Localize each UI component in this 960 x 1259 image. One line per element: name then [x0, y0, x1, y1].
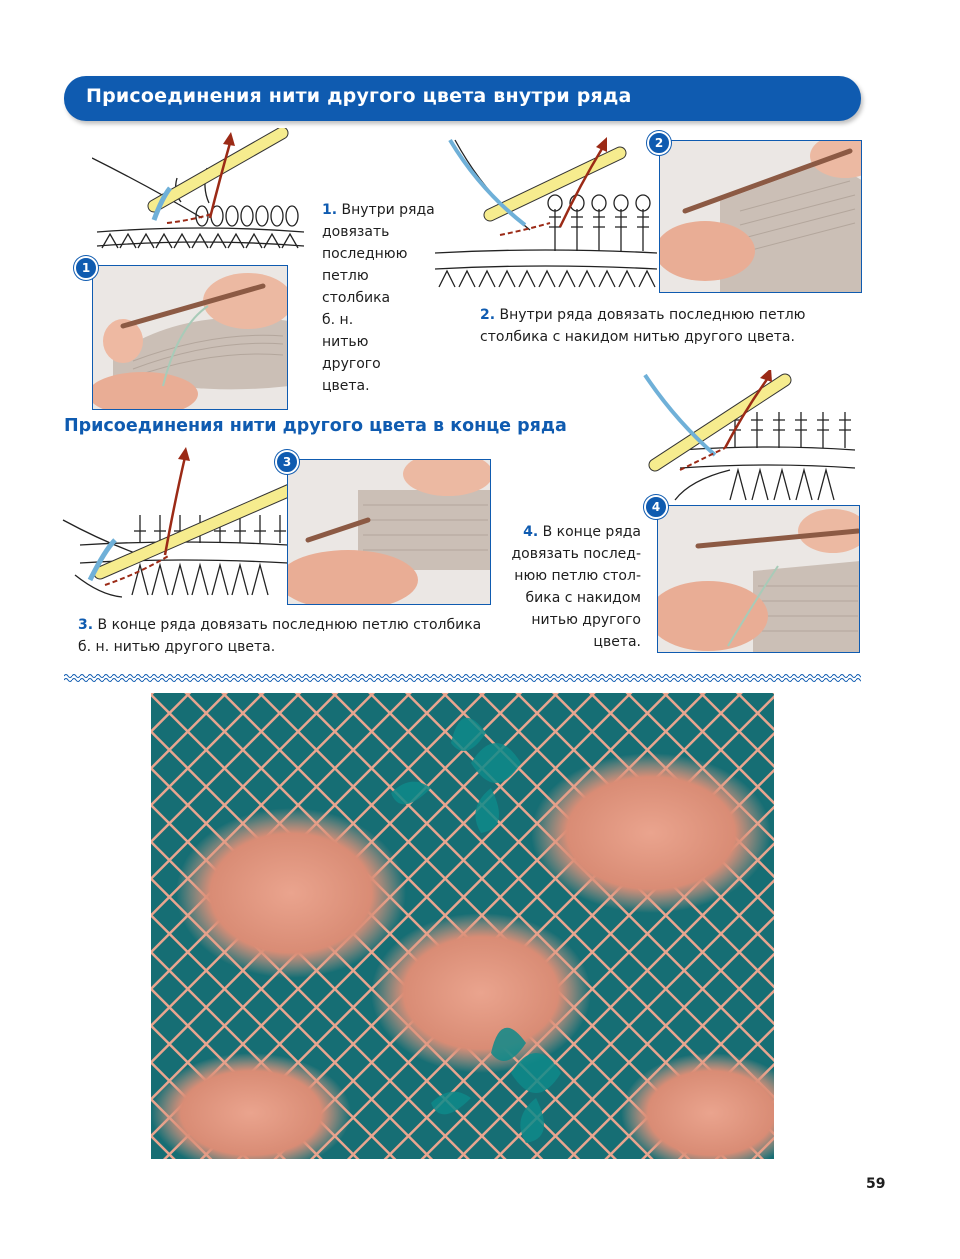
stitch-diagram-2 [435, 137, 658, 288]
step-1-line-1: 1. Внутри ряда [322, 202, 435, 218]
step-4-number: 4. [523, 524, 539, 540]
arrow-up-icon [208, 142, 232, 219]
lace-photo [151, 693, 774, 1159]
photo-step-3 [287, 459, 491, 605]
step-1-number: 1. [322, 202, 338, 218]
photo-step-2 [659, 140, 862, 293]
step-badge-4: 4 [644, 495, 668, 519]
step-1-line-8: другого [322, 356, 381, 372]
arrow-up-icon [723, 377, 770, 449]
step-4-line-6: цвета. [593, 634, 641, 650]
section-title: Присоединения нити другого цвета внутри … [86, 85, 632, 107]
step-badge-2: 2 [647, 131, 671, 155]
page-number: 59 [866, 1176, 886, 1192]
arrow-up-icon [163, 456, 187, 556]
step-2-line-1: 2. Внутри ряда довязать последнюю петлю [480, 307, 806, 323]
photo-step-1 [92, 265, 288, 410]
step-2-number: 2. [480, 307, 496, 323]
step-1-line-9: цвета. [322, 378, 370, 394]
step-3-line-1: 3. В конце ряда довязать последнюю петлю… [78, 617, 482, 633]
step-1-line-4: петлю [322, 268, 369, 284]
arrow-up-icon [558, 146, 605, 228]
section-banner: Присоединения нити другого цвета внутри … [64, 76, 861, 121]
step-3-caption: 3. В конце ряда довязать последнюю петлю… [78, 614, 481, 658]
stitch-diagram-1 [92, 128, 305, 249]
stitch-diagram-3 [62, 447, 290, 598]
subsection-title: Присоединения нити другого цвета в конце… [64, 416, 567, 436]
step-1-line-7: нитью [322, 334, 369, 350]
step-1-caption: 1. Внутри ряда довязать последнюю петлю … [322, 199, 435, 397]
photo-step-4 [657, 505, 860, 653]
step-3-number: 3. [78, 617, 94, 633]
wavy-divider-icon [64, 673, 861, 683]
step-badge-3: 3 [275, 450, 299, 474]
step-4-caption: 4. В конце ряда довязать послед- нюю пет… [505, 521, 641, 653]
step-badge-1: 1 [74, 256, 98, 280]
stitch-diagram-4 [643, 370, 856, 501]
step-4-line-1: 4. В конце ряда [523, 524, 641, 540]
step-1-line-3: последнюю [322, 246, 408, 262]
step-4-line-3: нюю петлю стол- [514, 568, 641, 584]
step-1-line-2: довязать [322, 224, 390, 240]
step-4-line-5: нитью другого [531, 612, 641, 628]
step-4-line-4: бика с накидом [525, 590, 641, 606]
step-1-line-6: б. н. [322, 312, 354, 328]
step-3-line-2: б. н. нитью другого цвета. [78, 639, 276, 655]
step-2-caption: 2. Внутри ряда довязать последнюю петлю … [480, 304, 805, 348]
step-4-line-2: довязать послед- [511, 546, 641, 562]
step-2-line-2: столбика с накидом нитью другого цвета. [480, 329, 795, 345]
step-1-line-5: столбика [322, 290, 391, 306]
